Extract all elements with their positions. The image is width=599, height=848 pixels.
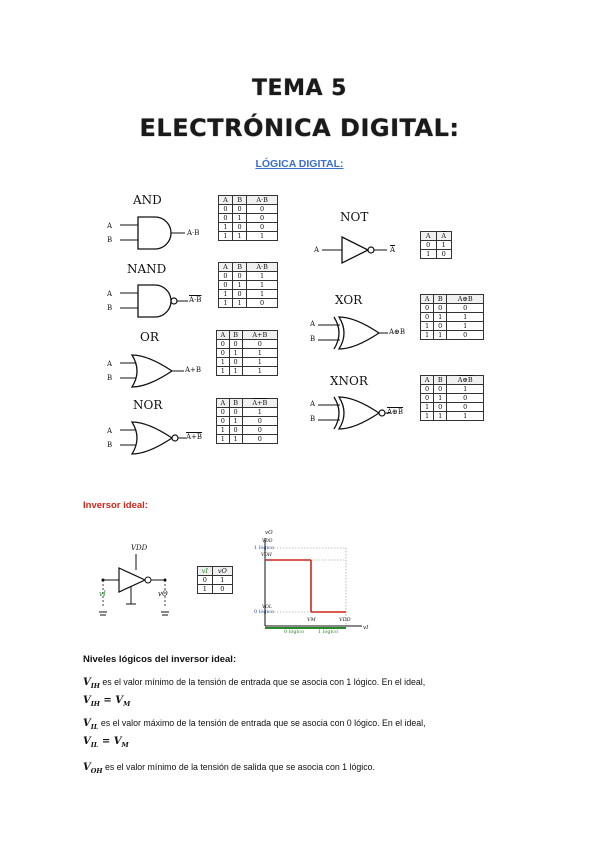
not-input-a: A (314, 246, 320, 254)
voh-paragraph: VOH es el valor mínimo de la tensión de … (83, 762, 375, 775)
nor-input-a: A (107, 427, 113, 435)
not-gate-label: NOT (340, 210, 369, 224)
or-gate-icon (120, 354, 184, 388)
vil-paragraph: VIL es el valor máximo de la tensión de … (83, 718, 426, 749)
graph-voh-label: VOH (261, 553, 272, 558)
xor-input-a: A (310, 320, 316, 328)
vih-equation: VIH = VM (83, 695, 131, 708)
voh-symbol: VOH (83, 762, 103, 775)
or-gate-label: OR (140, 330, 159, 344)
inverter-transfer-graph (264, 538, 362, 629)
and-input-b: B (107, 236, 113, 244)
nand-gate-icon (120, 284, 188, 318)
graph-vm-label: VM (307, 617, 316, 623)
xor-input-b: B (310, 335, 316, 343)
graph-high-label: 1 lógico (254, 545, 274, 551)
xor-gate-label: XOR (335, 293, 363, 307)
page-title-line1: TEMA 5 (252, 76, 347, 101)
section-subtitle: LÓGICA DIGITAL: (255, 158, 344, 170)
graph-vdd-x-label: VDD (339, 617, 351, 623)
nand-output: A·B (189, 296, 202, 304)
nor-output: A+B (186, 433, 203, 441)
graph-y-axis-label: vO (265, 530, 273, 536)
xor-output: A⊕B (389, 328, 406, 336)
and-input-a: A (107, 222, 113, 230)
and-gate-label: AND (133, 193, 162, 207)
levels-heading: Niveles lógicos del inversor ideal: (83, 654, 237, 665)
inverter-vi-label: vI (99, 590, 106, 598)
vih-symbol: VIH (83, 677, 100, 690)
xnor-gate-icon (318, 396, 390, 430)
graph-vdd-y-label: VDD (262, 539, 273, 544)
xnor-input-a: A (310, 400, 316, 408)
or-input-a: A (107, 360, 113, 368)
inverter-vdd-label: VDD (131, 544, 148, 552)
xnor-output: A⊕B (387, 408, 404, 416)
xor-gate-icon (318, 316, 388, 350)
not-output: A (390, 246, 396, 254)
graph-low-label: 0 lógico (254, 609, 274, 615)
xnor-input-b: B (310, 415, 316, 423)
graph-x-high-label: 1 lógico (318, 629, 338, 635)
vil-symbol: VIL (83, 718, 99, 731)
graph-x-axis-label: vI (363, 625, 369, 631)
or-output: A+B (185, 366, 202, 374)
graph-x-low-label: 0 lógico (284, 629, 304, 635)
not-gate-icon (322, 235, 387, 265)
vil-equation: VIL = VM (83, 736, 129, 749)
or-input-b: B (107, 374, 113, 382)
and-gate-icon (120, 216, 185, 250)
inverter-vo-label: vO (158, 590, 168, 598)
nor-gate-icon (120, 421, 186, 455)
inverter-heading: Inversor ideal: (83, 500, 148, 511)
nor-input-b: B (107, 441, 113, 449)
nand-gate-label: NAND (127, 262, 167, 276)
vih-paragraph: VIH es el valor mínimo de la tensión de … (83, 677, 426, 708)
nand-input-a: A (107, 290, 113, 298)
and-output: A·B (187, 229, 200, 237)
xnor-gate-label: XNOR (330, 374, 368, 388)
graph-vol-label: VOL (262, 605, 272, 610)
inverter-circuit-icon (99, 554, 169, 616)
nor-gate-label: NOR (133, 398, 163, 412)
nand-input-b: B (107, 304, 113, 312)
page-title-line2: ELECTRÓNICA DIGITAL: (139, 114, 460, 142)
